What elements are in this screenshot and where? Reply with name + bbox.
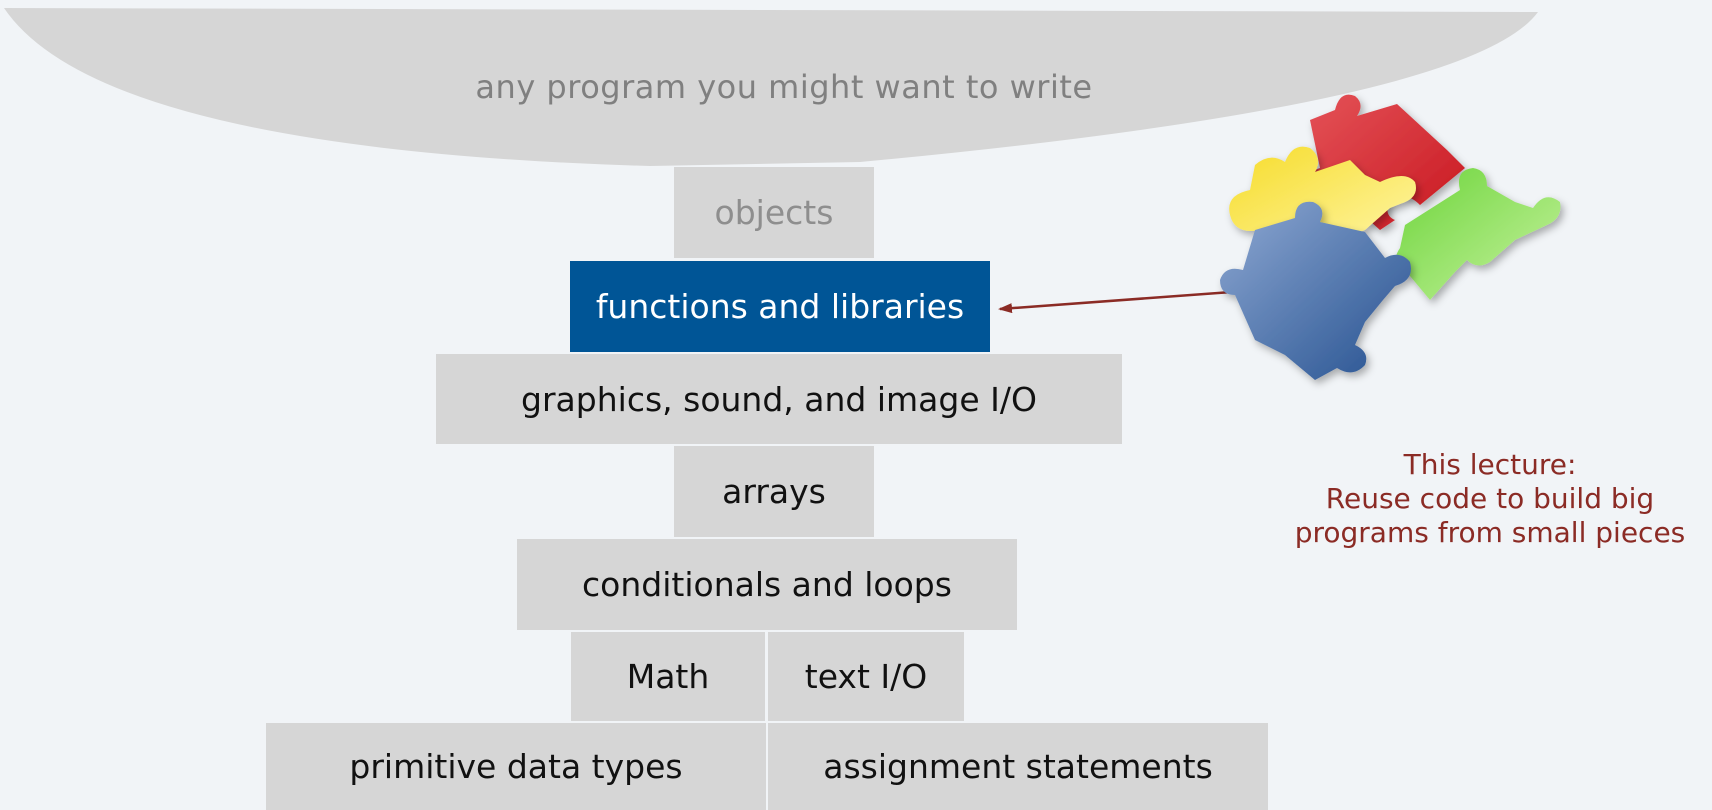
blue-puzzle-piece [1220, 201, 1411, 380]
program-bowl [4, 8, 1538, 166]
block-primitive-data-types: primitive data types [266, 723, 766, 810]
caption-line-3: programs from small pieces [1294, 516, 1686, 549]
block-text-io: text I/O [768, 632, 964, 721]
green-puzzle-piece [1396, 168, 1561, 300]
bowl-label: any program you might want to write [475, 68, 1093, 106]
lecture-caption: This lecture: Reuse code to build big pr… [1280, 448, 1700, 550]
block-objects: objects [674, 167, 874, 258]
block-graphics-sound-image-io: graphics, sound, and image I/O [436, 354, 1122, 444]
block-functions-and-libraries: functions and libraries [570, 261, 990, 352]
block-assignment-statements: assignment statements [768, 723, 1268, 810]
puzzle-pieces-icon [1220, 94, 1561, 380]
block-math: Math [571, 632, 765, 721]
block-conditionals-and-loops: conditionals and loops [517, 539, 1017, 630]
caption-line-2: Reuse code to build big [1325, 482, 1655, 515]
block-arrays: arrays [674, 446, 874, 537]
caption-line-1: This lecture: [1403, 448, 1577, 481]
